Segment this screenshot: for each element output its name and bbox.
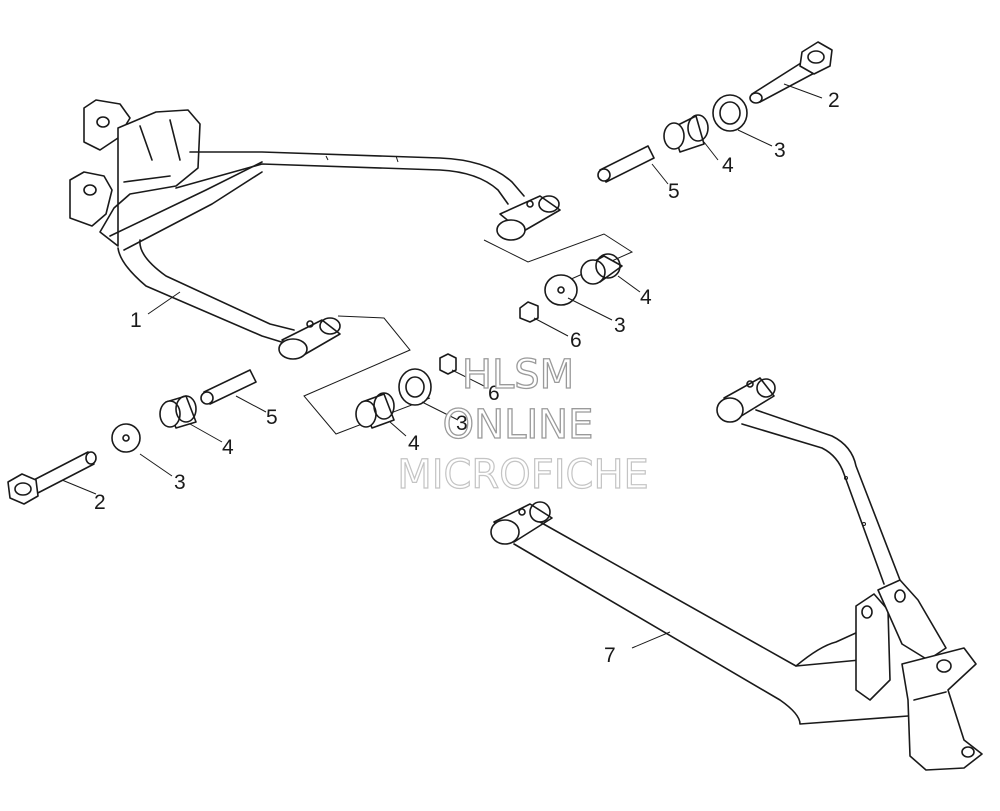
- callout-5-bottom: 5: [266, 406, 278, 429]
- callout-3-top: 3: [774, 139, 786, 162]
- callout-3-bottom: 3: [174, 471, 186, 494]
- callout-5-top: 5: [668, 180, 680, 203]
- callout-7: 7: [604, 644, 616, 667]
- upper-right-hardware: [519, 41, 833, 323]
- callout-6-right: 6: [570, 329, 582, 352]
- lower-left-hardware: [7, 353, 457, 505]
- lower-a-arm: [490, 377, 983, 771]
- callout-4-mid-left: 4: [408, 432, 420, 455]
- watermark-line-1: HLSM: [462, 352, 574, 398]
- watermark: HLSM ONLINE MICROFICHE: [397, 351, 650, 498]
- callout-2-top: 2: [828, 89, 840, 112]
- callout-3-mid-right: 3: [614, 314, 626, 337]
- callout-1: 1: [130, 309, 142, 332]
- callout-2-bottom: 2: [94, 491, 106, 514]
- callout-6-left: 6: [488, 382, 500, 405]
- callouts: 1 2 2 3 3 3 3 4 4 4 4 5 5 6 6 7: [94, 89, 840, 667]
- callout-4-bottom: 4: [222, 436, 234, 459]
- leader-lines: [61, 83, 823, 649]
- callout-4-mid-right: 4: [640, 286, 652, 309]
- callout-3-mid-left: 3: [456, 412, 468, 435]
- watermark-line-3: MICROFICHE: [397, 452, 649, 498]
- callout-4-top: 4: [722, 154, 734, 177]
- watermark-line-2: ONLINE: [443, 402, 594, 448]
- upper-a-arm: [69, 99, 561, 360]
